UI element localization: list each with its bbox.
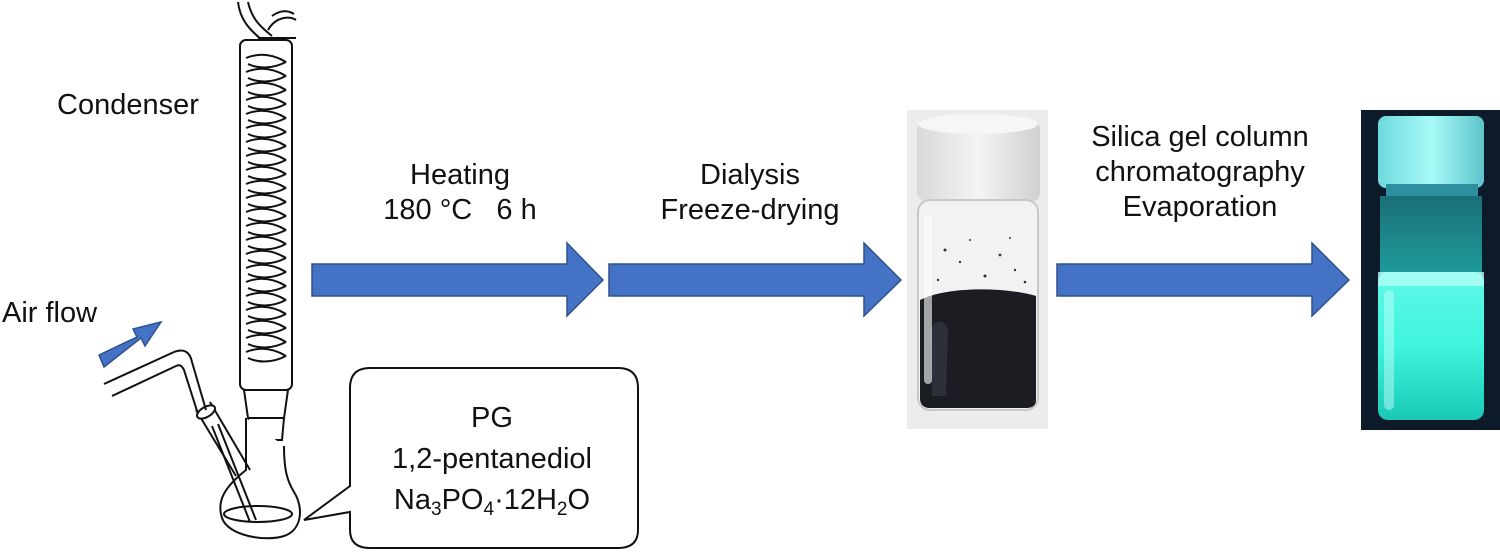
reflux-apparatus (103, 1, 301, 540)
air-flow-arrow (98, 320, 163, 369)
air-inlet-tube (103, 349, 207, 415)
air-flow-label: Air flow (2, 297, 98, 329)
powder-vial-photo (907, 110, 1048, 429)
condenser-label: Condenser (57, 89, 199, 121)
heating-label: Heating 180 °C 6 h (330, 158, 590, 228)
flask-liquid (223, 505, 293, 523)
silica-label-line1: Silica gel column (1091, 121, 1309, 153)
fluorescent-vial-photo (1361, 110, 1500, 430)
reagent-pg: PG (471, 402, 513, 434)
reagent-sodium-phosphate: Na3PO4·12H2O (393, 484, 591, 520)
condenser-joint (242, 389, 290, 419)
silica-label-line2: chromatography (1095, 156, 1305, 188)
side-neck (195, 401, 251, 477)
dialysis-label-line2: Freeze-drying (660, 194, 840, 226)
arrow-dialysis (608, 241, 903, 318)
heating-label-line1: Heating (410, 159, 510, 191)
cyan-cap (1378, 116, 1484, 188)
silica-label-line3: Evaporation (1122, 191, 1278, 223)
reagents-text: PG 1,2-pentanediol Na3PO4·12H2O (358, 398, 626, 521)
condenser-coil (245, 53, 287, 363)
arrow-heating (311, 241, 605, 318)
glowing-solution (1378, 272, 1484, 420)
reagents-callout (303, 367, 639, 549)
dialysis-label-line1: Dialysis (700, 159, 800, 191)
silica-label: Silica gel column chromatography Evapora… (1055, 120, 1345, 225)
reagent-pentanediol: 1,2-pentanediol (392, 443, 592, 475)
dialysis-label: Dialysis Freeze-drying (620, 158, 880, 228)
arrow-silica (1056, 241, 1351, 318)
top-tubing (237, 1, 297, 41)
black-powder (920, 289, 1036, 408)
heating-label-line2: 180 °C 6 h (383, 194, 537, 226)
vial-cap (917, 120, 1040, 202)
